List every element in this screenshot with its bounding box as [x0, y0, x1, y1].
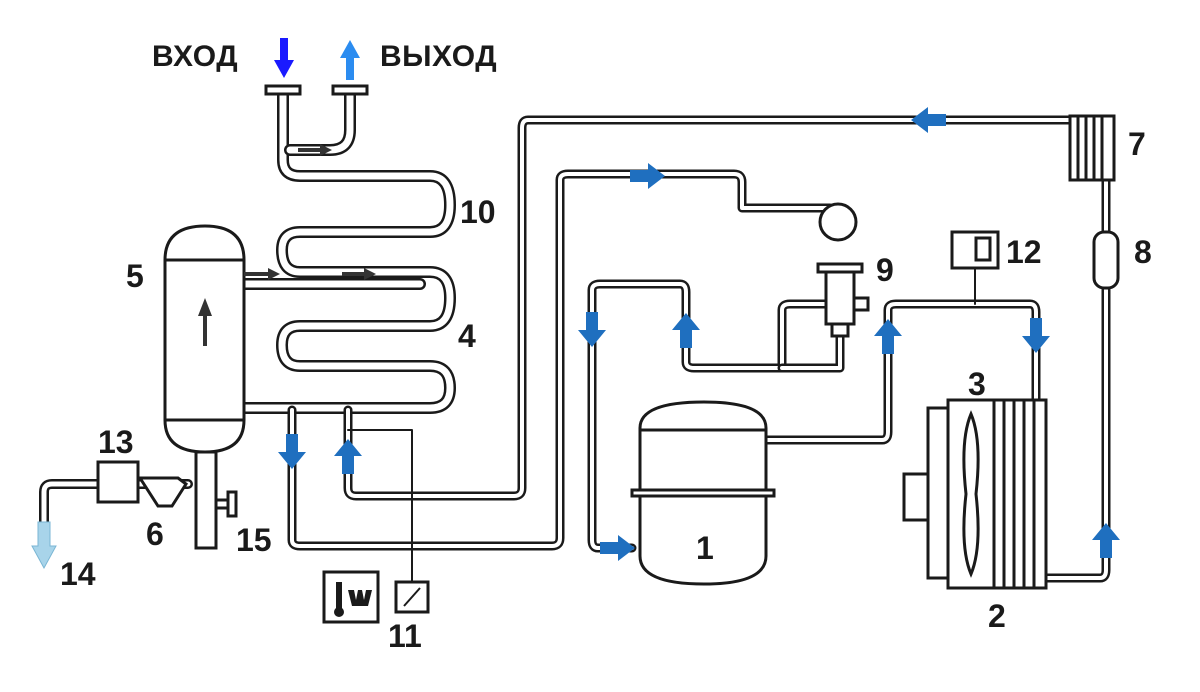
inlet-label: ВХОД	[152, 40, 239, 73]
label-evaporator: 4	[458, 318, 476, 354]
label-condenser: 2	[988, 598, 1006, 634]
thermometer-icon	[322, 570, 380, 624]
label-sensor: 11	[388, 618, 422, 654]
label-strainer: 6	[146, 516, 164, 552]
outlet-label: ВЫХОД	[380, 40, 498, 73]
fan-icon	[962, 410, 980, 578]
filter-drier	[1092, 230, 1120, 290]
up-arrow-icon	[198, 298, 212, 346]
drain-assembly	[96, 460, 238, 518]
label-manual-valve: 15	[236, 522, 272, 558]
compressor	[630, 400, 776, 586]
outlet-arrow-icon	[340, 40, 360, 80]
label-pressure-switch: 12	[1006, 234, 1042, 270]
pipe-network	[39, 86, 1111, 583]
label-drain: 14	[60, 556, 96, 592]
drain-arrow-icon	[31, 521, 57, 570]
coil-7	[1068, 114, 1116, 182]
air-flow-arrows	[244, 144, 376, 280]
temperature-sensor	[394, 580, 430, 614]
label-heat-exchanger: 10	[460, 194, 496, 230]
label-compressor: 1	[696, 530, 714, 566]
label-separator: 5	[126, 258, 144, 294]
condenser-unit	[902, 398, 1048, 590]
label-coil: 7	[1128, 126, 1146, 162]
air-flanges	[264, 84, 369, 96]
label-filter: 8	[1134, 234, 1152, 270]
pressure-switch	[950, 230, 1000, 270]
hot-gas-valve	[816, 202, 870, 338]
inlet-arrow-icon	[274, 38, 294, 78]
label-fan: 3	[968, 366, 986, 402]
label-valve: 9	[876, 252, 894, 288]
label-drain-valve: 13	[98, 424, 134, 460]
